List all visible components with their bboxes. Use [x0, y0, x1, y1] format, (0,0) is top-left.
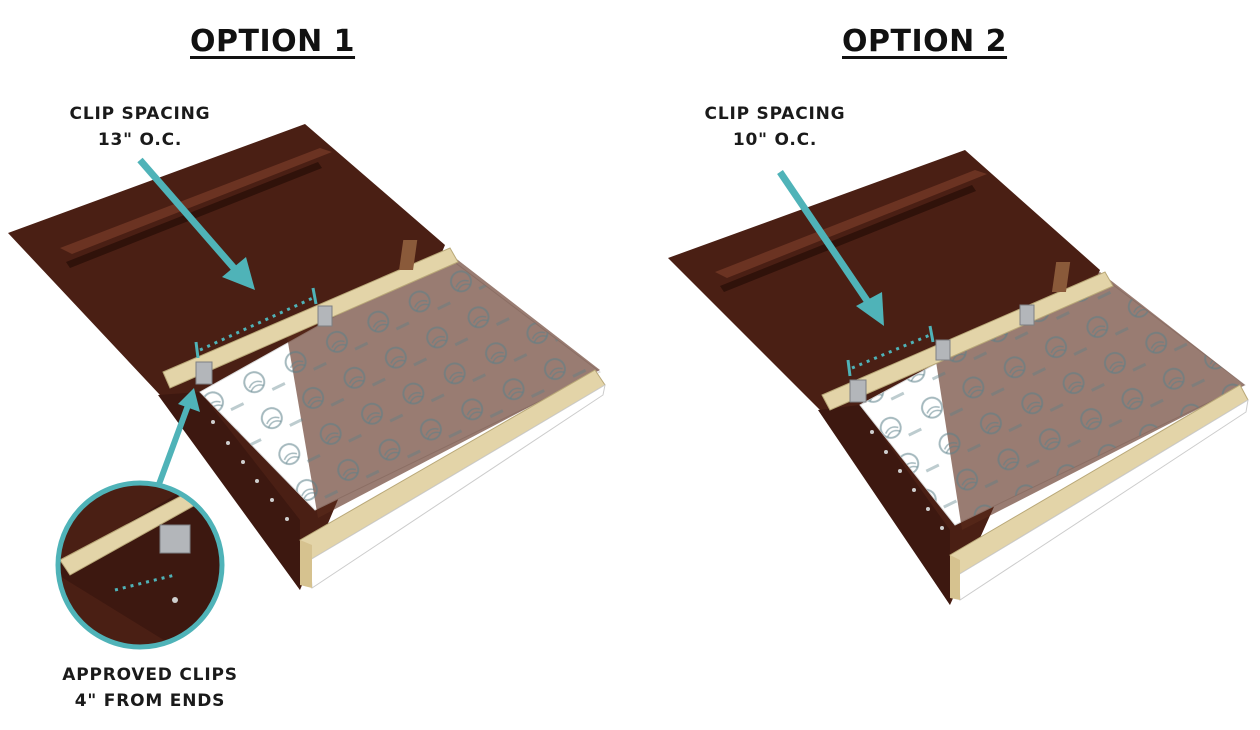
- option-2-wood-purlin: [821, 271, 1114, 411]
- option-1-inset-pointer: [152, 388, 200, 497]
- option-2-clip-spacing-line-2: 10" O.C.: [732, 130, 818, 150]
- option-2-standing-seam: [715, 170, 987, 278]
- option-2-spacing-dimension: [846, 325, 935, 377]
- option-1-fastener-holes: [211, 420, 289, 521]
- option-1-clip: [195, 361, 213, 385]
- option-1-diagram: [8, 124, 606, 650]
- option-1-spacing-dimension: [194, 287, 318, 359]
- inset-magnifier-ring: [55, 480, 225, 650]
- approved-clips-line-1: APPROVED CLIPS: [62, 665, 238, 685]
- option-1-clip-spacing-line-2: 13" O.C.: [97, 130, 183, 150]
- option-2-clip-spacing-label: CLIP SPACING 10" O.C.: [665, 101, 885, 153]
- option-2-panel-edge-face: [818, 405, 950, 605]
- approved-clips-line-2: 4" FROM ENDS: [74, 691, 226, 711]
- option-2-clip: [849, 379, 867, 403]
- option-1-title: OPTION 1: [190, 24, 356, 59]
- option-1-clip-spacing-line-1: CLIP SPACING: [69, 104, 211, 124]
- option-1-standing-seam: [60, 148, 332, 254]
- option-1-wood-purlin: [162, 247, 459, 389]
- approved-clips-inset: [55, 480, 225, 650]
- option-1-panel-edge-face: [158, 392, 300, 590]
- approved-clips-label: APPROVED CLIPS 4" FROM ENDS: [40, 662, 260, 714]
- option-1-clip: [317, 305, 333, 327]
- option-2-clip: [935, 339, 951, 361]
- option-2-fastener-holes: [870, 430, 944, 530]
- option-2-clip-spacing-line-1: CLIP SPACING: [704, 104, 846, 124]
- option-2-title: OPTION 2: [842, 24, 1008, 59]
- option-1-callout-arrow: [137, 157, 255, 290]
- option-1-clip-spacing-label: CLIP SPACING 13" O.C.: [30, 101, 250, 153]
- option-2-callout-arrow: [777, 170, 884, 326]
- option-2-clip: [1019, 304, 1035, 326]
- option-2-diagram: [668, 150, 1249, 605]
